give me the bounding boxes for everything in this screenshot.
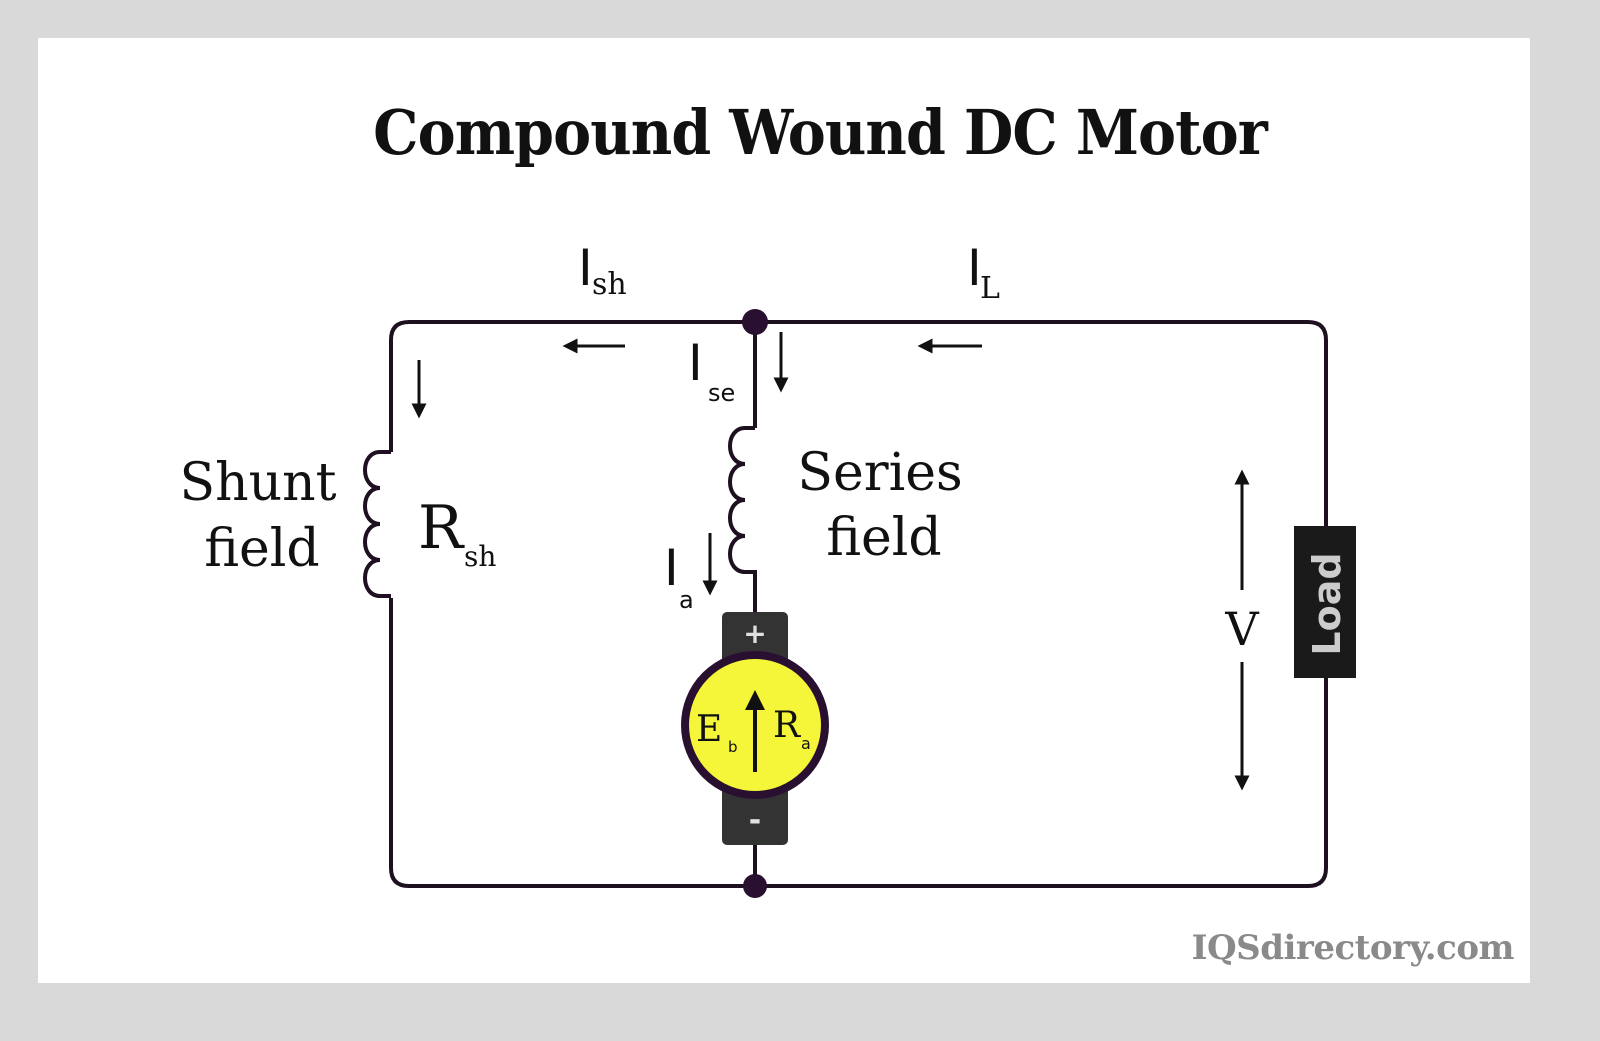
diagram-title: Compound Wound DC Motor: [373, 96, 1268, 169]
motor-minus-terminal: -: [749, 803, 761, 838]
watermark: IQSdirectory.com: [1191, 928, 1515, 968]
r-sh-label: R: [418, 493, 465, 563]
load: Load: [1294, 526, 1356, 678]
shunt-field-label-line1: Shunt: [180, 453, 337, 513]
i-se-label: I: [688, 334, 703, 392]
series-field-label-line1: Series: [797, 443, 962, 503]
load-label: Load: [1305, 552, 1349, 655]
motor-armature: + - E b R a: [681, 612, 829, 845]
junction-dot-top: [742, 309, 768, 335]
i-l-label: I: [967, 239, 982, 297]
motor-plus-terminal: +: [743, 617, 766, 650]
shunt-field-label-line2: field: [204, 519, 319, 579]
shunt-field-coil: [363, 450, 391, 598]
voltage-label: V: [1224, 602, 1259, 656]
i-se-subscript: se: [708, 379, 735, 407]
circuit-wire-loop: [389, 320, 1328, 888]
junction-dot-bottom: [743, 874, 767, 898]
ra-label: R: [773, 705, 801, 746]
i-sh-label: I: [578, 239, 593, 297]
i-a-label: I: [664, 539, 679, 597]
i-sh-subscript: sh: [592, 267, 627, 302]
ra-subscript: a: [801, 734, 811, 753]
series-field-label-line2: field: [826, 508, 941, 568]
i-a-subscript: a: [679, 586, 694, 614]
series-field-coil: [728, 426, 757, 612]
i-l-subscript: L: [980, 271, 1000, 306]
r-sh-subscript: sh: [464, 540, 496, 573]
eb-label: E: [696, 709, 722, 750]
eb-subscript: b: [728, 738, 738, 756]
load-box: [1294, 526, 1356, 678]
